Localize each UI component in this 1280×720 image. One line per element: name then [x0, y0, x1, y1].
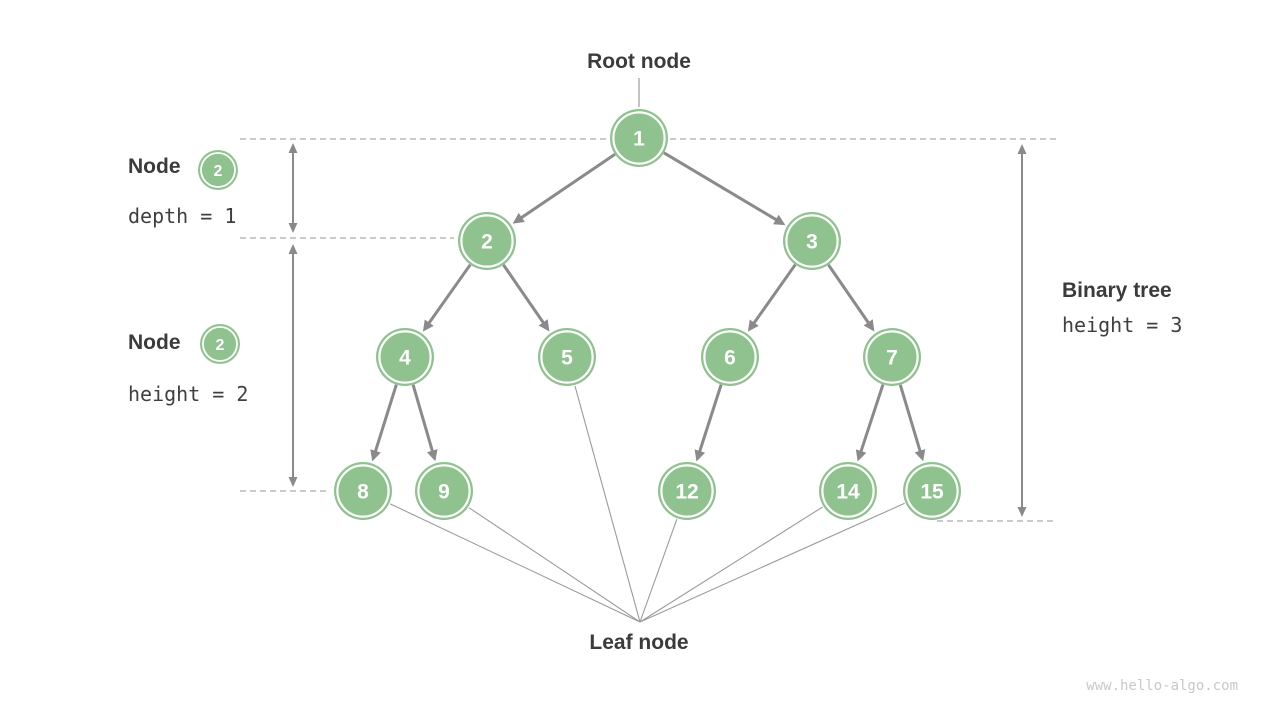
- measure-arrow-head-up: [1017, 144, 1027, 154]
- tree-node-ring: [865, 330, 919, 384]
- annotation-node-circle: [200, 324, 240, 364]
- tree-node-circle: [903, 462, 961, 520]
- tree-node-value: 3: [806, 231, 818, 254]
- tree-node-ring: [417, 464, 471, 518]
- tree-node-value: 7: [886, 347, 898, 370]
- tree-edge: [858, 384, 885, 455]
- binary-tree-height-value: height = 3: [1062, 313, 1183, 337]
- tree-node-value: 4: [399, 347, 411, 370]
- tree-node-ring: [785, 214, 839, 268]
- tree-edge: [518, 153, 616, 221]
- tree-edge-arrow-head: [694, 449, 706, 462]
- node-depth-title: Node: [128, 155, 181, 178]
- binary-tree-title: Binary tree: [1062, 279, 1172, 302]
- tree-node-ring: [703, 330, 757, 384]
- tree-node-ring: [378, 330, 432, 384]
- tree-node-ring: [336, 464, 390, 518]
- watermark: www.hello-algo.com: [1086, 678, 1238, 694]
- tree-node-value: 5: [561, 347, 573, 370]
- tree-node-ring: [660, 464, 714, 518]
- annotation-node-ring: [200, 152, 236, 188]
- tree-node-circle: [610, 109, 668, 167]
- annotation-node-value: 2: [216, 337, 225, 354]
- tree-node-value: 14: [836, 481, 860, 504]
- tree-node-ring: [540, 330, 594, 384]
- tree-node-circle: [376, 328, 434, 386]
- tree-edge-arrow-head: [747, 319, 759, 332]
- tree-node-ring: [821, 464, 875, 518]
- tree-node-circle: [863, 328, 921, 386]
- leaf-connector-line: [468, 507, 641, 623]
- leaf-connector-line: [639, 506, 823, 623]
- tree-node-ring: [612, 111, 666, 165]
- tree-edge-arrow-head: [855, 449, 867, 462]
- tree-edge-arrow-head: [914, 449, 926, 462]
- tree-edge-arrow-head: [512, 212, 525, 224]
- measure-arrow-head-down: [288, 477, 298, 487]
- tree-edge: [502, 264, 547, 326]
- node-height-title: Node: [128, 331, 181, 354]
- tree-node-value: 15: [920, 481, 944, 504]
- tree-node-value: 6: [724, 347, 736, 370]
- measure-arrow-head-up: [288, 244, 298, 254]
- tree-node-circle: [819, 462, 877, 520]
- tree-node-circle: [783, 212, 841, 270]
- tree-node-ring: [460, 214, 514, 268]
- tree-node-circle: [415, 462, 473, 520]
- measure-arrow-head-down: [288, 223, 298, 233]
- tree-edge: [373, 384, 398, 455]
- tree-node-circle: [458, 212, 516, 270]
- tree-edge: [426, 263, 472, 327]
- tree-edge-arrow-head: [422, 319, 434, 332]
- tree-node-value: 12: [675, 481, 698, 504]
- tree-node-value: 2: [481, 231, 493, 254]
- tree-node-value: 9: [438, 481, 450, 504]
- tree-edge-arrow-head: [538, 319, 550, 332]
- leaf-node-label: Leaf node: [589, 631, 689, 654]
- tree-node-value: 8: [357, 481, 369, 504]
- annotation-node-value: 2: [214, 163, 223, 180]
- tree-edge: [697, 384, 723, 455]
- measure-arrow-head-down: [1017, 507, 1027, 517]
- root-node-label: Root node: [587, 50, 691, 73]
- leaf-connector-line: [389, 503, 641, 623]
- tree-node-circle: [658, 462, 716, 520]
- tree-node-circle: [701, 328, 759, 386]
- annotation-node-ring: [202, 326, 238, 362]
- tree-edge-arrow-head: [426, 449, 438, 462]
- node-height-value: height = 2: [128, 382, 249, 406]
- annotation-node-circle: [198, 150, 238, 190]
- tree-edge: [751, 263, 797, 327]
- node-depth-value: depth = 1: [128, 204, 237, 228]
- tree-node-circle: [538, 328, 596, 386]
- tree-edge-arrow-head: [773, 214, 786, 226]
- tree-node-ring: [905, 464, 959, 518]
- tree-edge: [411, 384, 435, 454]
- leaf-connector-line: [574, 385, 641, 623]
- tree-edge: [663, 151, 780, 223]
- tree-edge: [898, 384, 923, 455]
- tree-edge-arrow-head: [370, 449, 381, 462]
- tree-edge-arrow-head: [863, 319, 875, 332]
- leaf-connector-line: [639, 519, 678, 623]
- tree-node-circle: [334, 462, 392, 520]
- tree-edge: [827, 264, 872, 326]
- leaf-connector-line: [639, 502, 905, 623]
- tree-node-value: 1: [633, 128, 645, 151]
- measure-arrow-head-up: [288, 143, 298, 153]
